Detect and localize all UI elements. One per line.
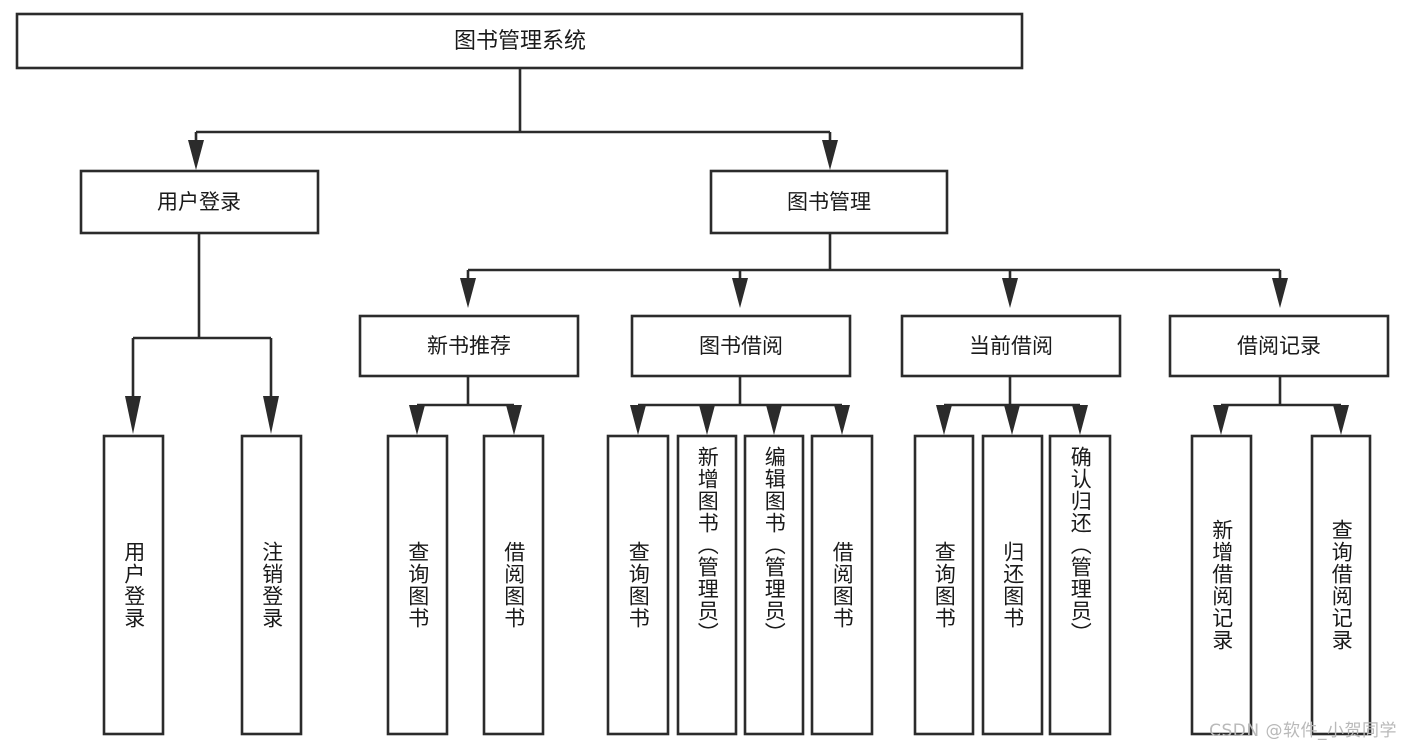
arrow-new-book-recommend [460,278,476,308]
arrow-leaf-add-record [1213,405,1229,435]
leaf-box-borrow-book-1[interactable] [482,434,545,736]
node-new-book-recommend-box[interactable] [358,314,580,378]
node-book-borrow-label: 图书借阅 [699,334,783,358]
arrow-leaf-confirm-return [1072,405,1088,435]
leaf-box-logout-login[interactable] [240,434,303,736]
node-borrow-record[interactable]: 借阅记录 [1168,314,1390,378]
node-new-book-recommend-label: 新书推荐 [427,334,511,358]
arrow-leaf-query-book-2 [630,405,646,435]
node-current-borrow[interactable]: 当前借阅 [900,314,1122,378]
leaf-box-query-book-1[interactable] [386,434,449,736]
leaf-box-confirm-return[interactable] [1048,434,1112,736]
arrow-borrow-record [1272,278,1288,308]
node-root-box[interactable] [15,12,1024,70]
node-book-borrow[interactable]: 图书借阅 [630,314,852,378]
arrow-current-borrow [1002,278,1018,308]
node-new-book-recommend[interactable]: 新书推荐 [358,314,580,378]
node-borrow-record-label: 借阅记录 [1237,334,1321,358]
node-current-borrow-label: 当前借阅 [969,334,1053,358]
node-book-borrow-box[interactable] [630,314,852,378]
leaf-box-add-record[interactable] [1190,434,1253,736]
arrow-leaf-return-book [1004,405,1020,435]
node-root-label: 图书管理系统 [454,29,586,54]
arrow-leaf-borrow-book-2 [834,405,850,435]
arrow-leaf-edit-book [766,405,782,435]
arrow-leaf-add-book [699,405,715,435]
arrow-leaf-query-book-3 [936,405,952,435]
arrow-leaf-borrow-book-1 [506,405,522,435]
leaf-box-query-book-2[interactable] [606,434,670,736]
leaf-box-return-book[interactable] [981,434,1044,736]
arrow-leaf-user-login [125,396,141,434]
leaf-box-borrow-book-2[interactable] [810,434,874,736]
node-user-login-label: 用户登录 [157,190,241,214]
watermark-text: CSDN @软件_小贺同学 [1209,721,1397,741]
node-current-borrow-box[interactable] [900,314,1122,378]
node-book-manage-box[interactable] [709,169,949,235]
arrow-user-login [188,140,204,170]
node-root[interactable]: 图书管理系统 [15,12,1024,70]
arrow-leaf-logout-login [263,396,279,434]
leaf-box-query-book-3[interactable] [913,434,975,736]
leaf-box-add-book[interactable] [676,434,738,736]
connector-layer [125,68,1349,435]
node-user-login[interactable]: 用户登录 [79,169,320,235]
leaf-box-query-record[interactable] [1310,434,1372,736]
node-book-manage[interactable]: 图书管理 [709,169,949,235]
leaf-box-edit-book[interactable] [743,434,805,736]
arrow-leaf-query-record [1333,405,1349,435]
leaf-box-user-login[interactable] [102,434,165,736]
arrow-book-borrow [732,278,748,308]
arrow-leaf-query-book-1 [409,405,425,435]
arrow-book-manage [822,140,838,170]
node-borrow-record-box[interactable] [1168,314,1390,378]
node-user-login-box[interactable] [79,169,320,235]
node-book-manage-label: 图书管理 [787,190,871,214]
